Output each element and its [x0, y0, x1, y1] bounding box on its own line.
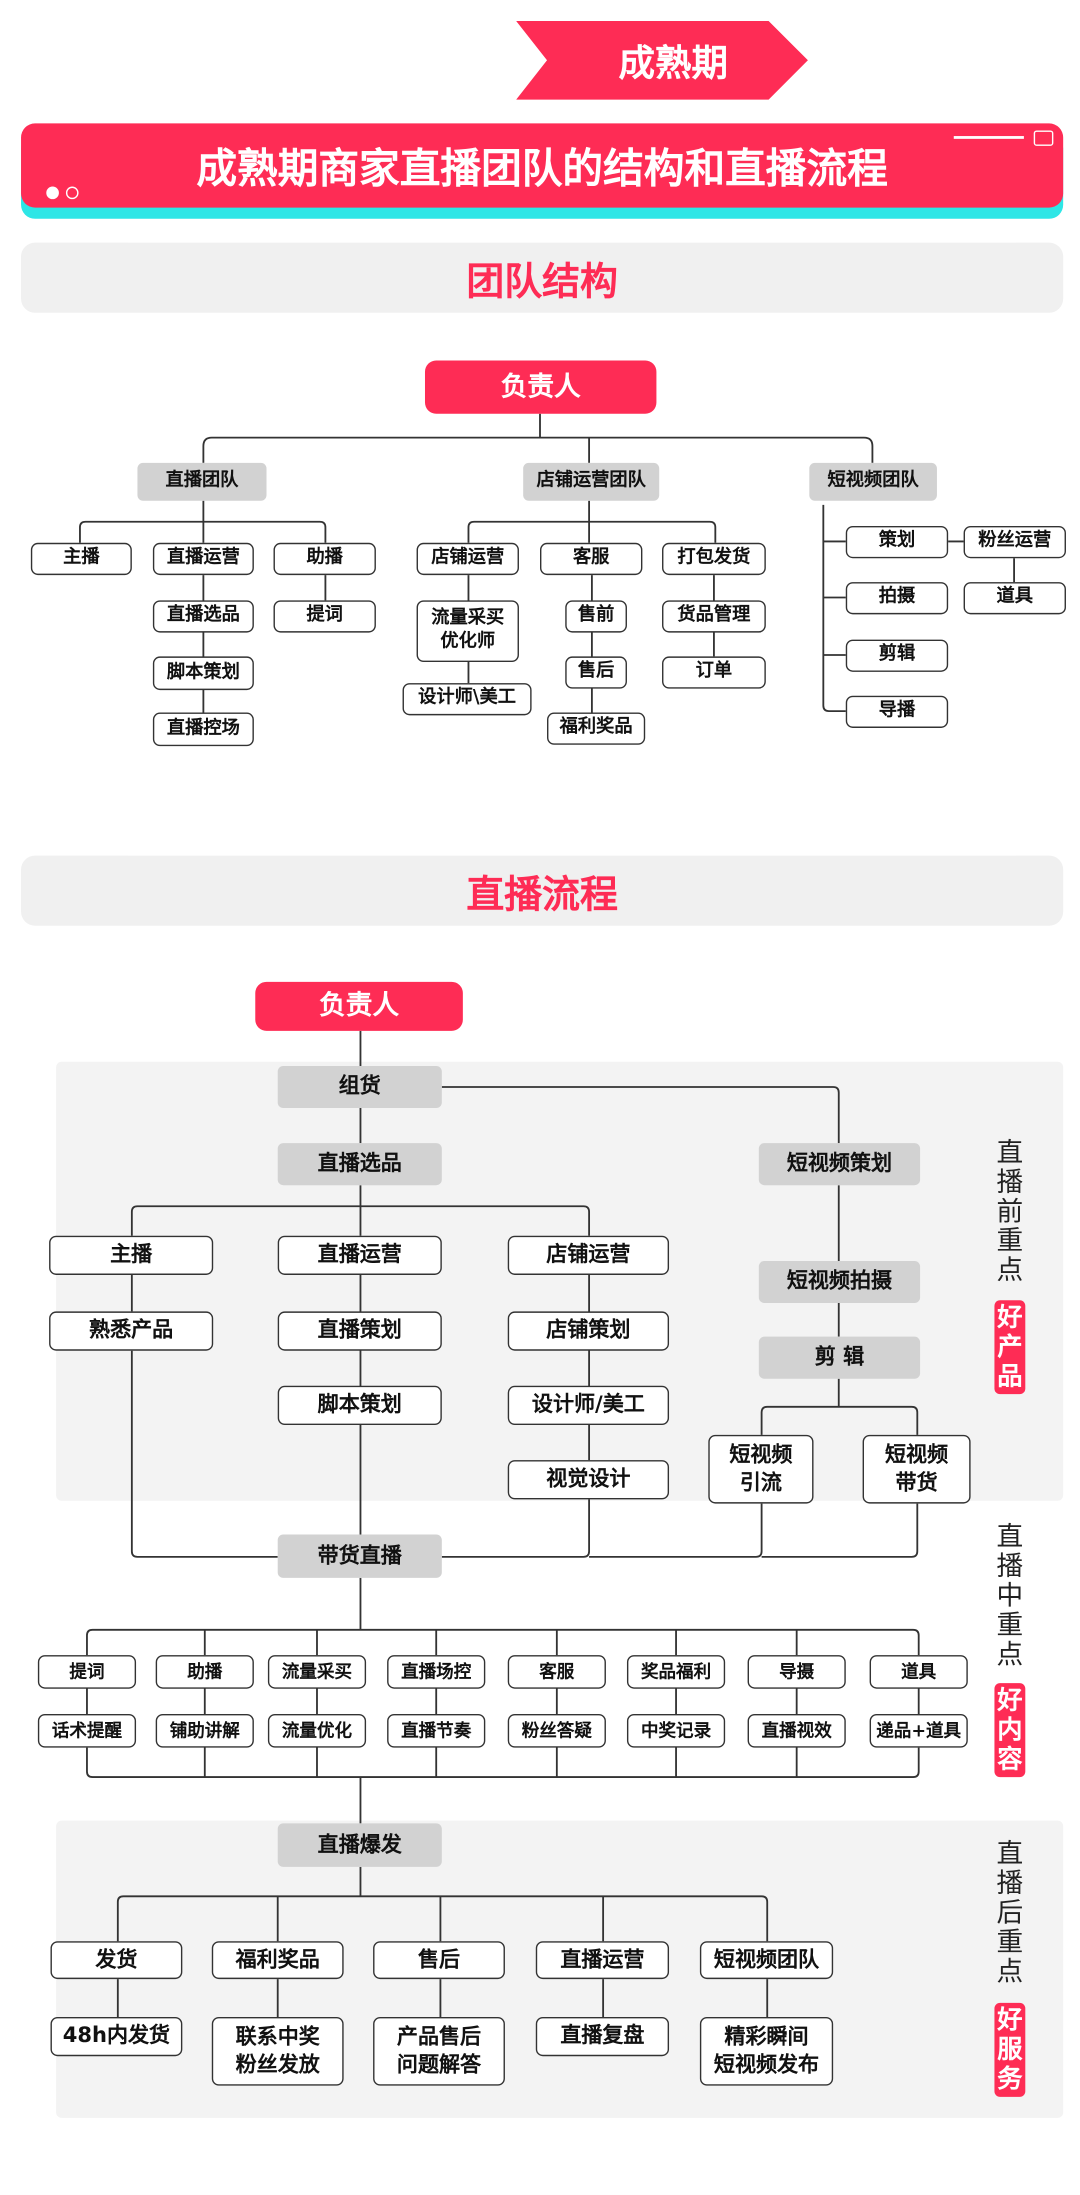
flow-node: 店铺运营: [507, 1235, 670, 1275]
deco-line: [953, 136, 1024, 139]
stage-ribbon: [516, 21, 808, 100]
flow-node: 直播复盘: [535, 2016, 670, 2057]
flow-node: 短视频 引流: [708, 1434, 814, 1504]
stage-label: 成熟期: [618, 42, 728, 85]
flow-node: 48h内发货: [50, 2016, 183, 2057]
deco-rect: [1033, 130, 1054, 146]
flow-node: 直播运营: [535, 1941, 670, 1980]
team-node: 主播: [30, 542, 132, 576]
phase-pre-badge: 好 产 品: [994, 1300, 1026, 1395]
flow-lead-node: 负责人: [255, 981, 463, 1031]
team-node: 直播选品: [152, 600, 254, 633]
team-node: 售后: [565, 656, 627, 689]
dot-icon: [65, 186, 79, 200]
flow-node-assemble: 组货: [277, 1065, 442, 1109]
flow-node: 福利奖品: [211, 1941, 344, 1980]
flow-node: 直播运营: [277, 1235, 442, 1275]
live-task-node: 流量优化: [267, 1713, 367, 1748]
flow-node: 主播: [49, 1235, 214, 1275]
team-node: 脚本策划: [152, 656, 254, 691]
team-node: 直播控场: [152, 712, 254, 747]
live-task-node: 铺助讲解: [155, 1713, 254, 1748]
live-task-node: 话术提醒: [37, 1713, 137, 1748]
flow-node: 短视频拍摄: [758, 1260, 921, 1304]
flow-node: 设计师/美工: [507, 1385, 670, 1426]
phase-live-badge: 好 内 容: [994, 1683, 1026, 1778]
group-live: 直播团队: [137, 462, 267, 501]
flow-node: 熟悉产品: [49, 1311, 214, 1351]
team-node: 流量采买 优化师: [416, 600, 519, 663]
team-node: 助播: [273, 542, 376, 576]
group-shop: 店铺运营团队: [523, 462, 660, 501]
team-node: 店铺运营: [416, 542, 519, 576]
flow-node: 店铺策划: [507, 1311, 670, 1351]
flow-node: 售后: [373, 1941, 505, 1980]
flow-node-selection: 直播选品: [277, 1143, 442, 1186]
flow-node: 短视频 带货: [862, 1434, 971, 1504]
group-video: 短视频团队: [809, 462, 937, 501]
live-task-node: 递品+道具: [869, 1713, 968, 1748]
live-task-node: 提词: [37, 1655, 137, 1689]
team-node: 剪辑: [845, 639, 949, 672]
team-node: 货品管理: [662, 600, 766, 633]
team-node: 粉丝运营: [963, 525, 1066, 559]
flow-node: 直播策划: [277, 1311, 442, 1351]
team-node: 打包发货: [662, 542, 766, 576]
live-task-node: 客服: [507, 1655, 606, 1689]
team-node: 策划: [845, 525, 949, 559]
flow-node-live: 带货直播: [277, 1534, 442, 1578]
flow-node: 短视频团队: [699, 1941, 834, 1980]
flow-node: 发货: [50, 1941, 183, 1980]
live-task-node: 直播节奏: [387, 1713, 486, 1748]
flow-node: 产品售后 问题解答: [373, 2016, 505, 2086]
live-task-node: 粉丝答疑: [507, 1713, 606, 1748]
live-task-node: 中奖记录: [626, 1713, 726, 1748]
team-lead-node: 负责人: [424, 360, 657, 414]
team-node: 道具: [963, 582, 1066, 615]
flow-node: 精彩瞬间 短视频发布: [699, 2016, 834, 2086]
live-task-node: 流量采买: [267, 1655, 367, 1689]
section-live-process: 直播流程: [21, 855, 1064, 926]
live-task-node: 直播场控: [387, 1655, 486, 1689]
team-node: 福利奖品: [547, 712, 646, 745]
phase-pre-label: 直 播 前 重 点: [996, 1137, 1024, 1287]
team-node: 导播: [845, 695, 949, 728]
flow-node: 视觉设计: [507, 1460, 670, 1500]
flow-node-burst: 直播爆发: [277, 1823, 442, 1867]
live-task-node: 助播: [155, 1655, 254, 1689]
team-node: 客服: [540, 542, 643, 576]
phase-live-label: 直 播 中 重 点: [996, 1521, 1024, 1671]
live-task-node: 奖品福利: [626, 1655, 726, 1689]
team-node: 直播运营: [152, 542, 254, 576]
section-team-structure: 团队结构: [21, 242, 1064, 313]
live-task-node: 直播视效: [747, 1713, 846, 1748]
flow-node: 剪 辑: [758, 1336, 921, 1379]
flow-node: 短视频策划: [758, 1143, 921, 1186]
dot-icon: [46, 186, 59, 200]
flow-node: 脚本策划: [277, 1385, 442, 1426]
phase-post-badge: 好 服 务: [994, 2002, 1026, 2097]
page-title: 成熟期商家直播团队的结构和直播流程: [21, 123, 1064, 208]
team-node: 提词: [273, 600, 376, 633]
team-node: 售前: [565, 600, 627, 633]
flow-node: 联系中奖 粉丝发放: [211, 2016, 344, 2086]
team-node: 订单: [662, 656, 766, 689]
live-task-node: 导摄: [747, 1655, 846, 1689]
team-node: 设计师\美工: [402, 683, 532, 716]
live-task-node: 道具: [869, 1655, 968, 1689]
team-node: 拍摄: [845, 582, 949, 615]
phase-post-label: 直 播 后 重 点: [996, 1838, 1024, 1988]
